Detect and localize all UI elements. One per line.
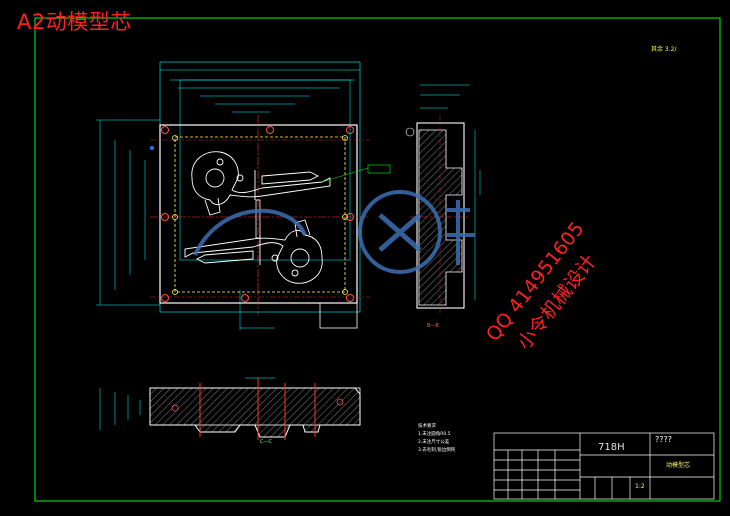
technical-notes: 技术要求 1.未注圆角R0.5 2.未注尺寸公差 3.去毛刺,锐边倒钝 [418,423,455,455]
screw-hole [346,126,354,134]
dim-frame-middle [179,79,351,261]
tech-notes-heading: 技术要求 [418,424,436,429]
screw-hole [346,213,354,221]
drawing-title: A2动模型芯 [17,10,132,34]
watermark-logo [193,190,475,274]
dim-frame-outer [159,61,361,313]
screw-hole [266,126,274,134]
title-block-code: ???? [655,435,672,444]
screw-hole [161,126,169,134]
section-label-c: C—C [260,439,272,445]
core-plate [159,124,358,304]
tech-note-item: 1.未注圆角R0.5 [418,432,451,437]
outer-frame [34,17,721,502]
bottom-section-view [99,377,361,440]
cavity-upper [191,151,331,216]
section-label-b: B—B [427,323,439,329]
screw-hole [241,294,249,302]
tech-note-item: 2.未注尺寸公差 [418,440,450,445]
title-block-material: 718H [598,442,625,453]
screw-hole [346,294,354,302]
side-section-view [405,84,481,315]
title-block-scale: 1:2 [635,483,645,490]
screw-holes [161,126,354,302]
plan-view [96,61,391,330]
screw-hole [161,213,169,221]
screw-hole [161,294,169,302]
tech-note-item: 3.去毛刺,锐边倒钝 [418,448,456,453]
surface-roughness-note: 其余 3.2/ [651,46,677,53]
title-block [493,432,715,500]
title-block-part-name: 动模型芯 [666,462,691,469]
